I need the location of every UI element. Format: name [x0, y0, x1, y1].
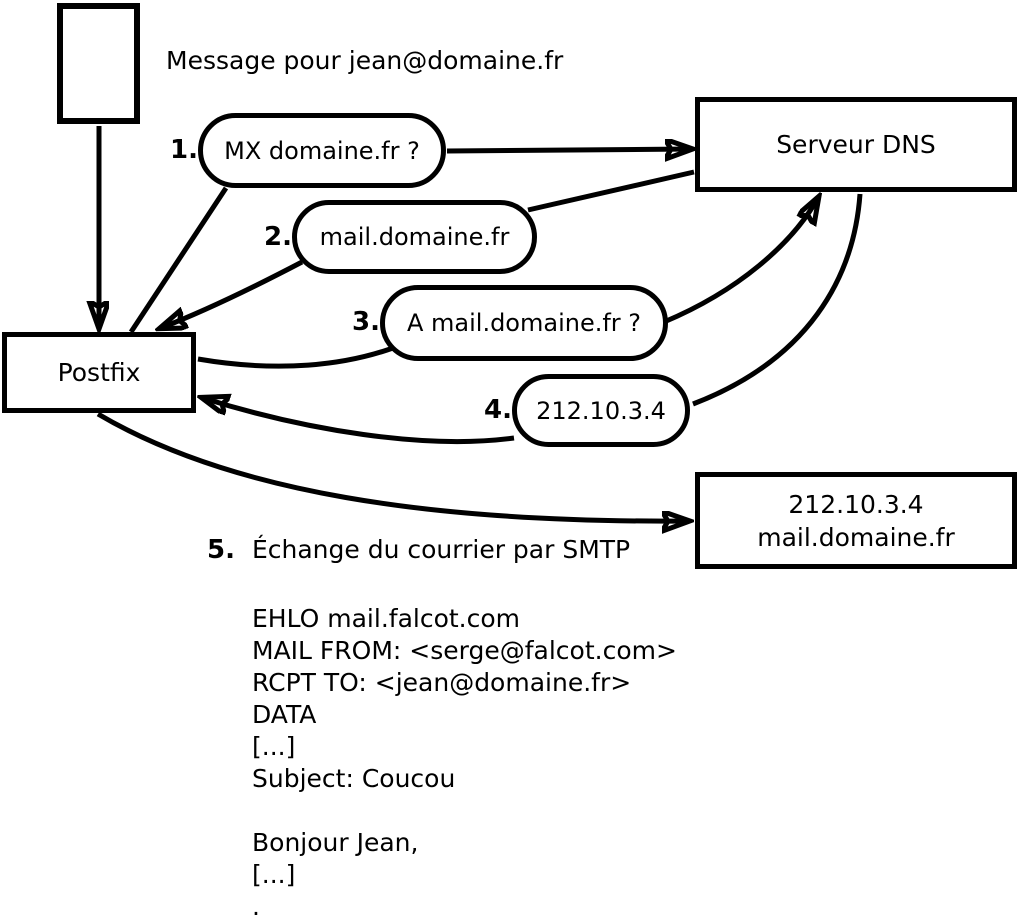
step4-answer-label: 212.10.3.4 — [536, 396, 666, 425]
message-envelope — [57, 3, 140, 124]
smtp-line-mail-from: MAIL FROM: <serge@falcot.com> — [252, 636, 677, 665]
step3-query-label: A mail.domaine.fr ? — [406, 309, 642, 337]
step1-query-label: MX domaine.fr ? — [224, 136, 420, 165]
mailserver-node: 212.10.3.4 mail.domaine.fr — [695, 472, 1017, 569]
mailserver-hostname: mail.domaine.fr — [757, 522, 955, 552]
smtp-line-rcpt-to: RCPT TO: <jean@domaine.fr> — [252, 668, 632, 697]
smtp-session-transcript: EHLO mail.falcot.com MAIL FROM: <serge@f… — [252, 603, 677, 919]
step1-number: 1. — [170, 135, 198, 165]
step1-query-pill: MX domaine.fr ? — [198, 113, 446, 188]
line-postfix-to-pill1 — [128, 186, 229, 334]
arrow-postfix-to-mailserver — [96, 411, 688, 521]
step2-number: 2. — [264, 222, 292, 252]
smtp-line-ellipsis-1: [...] — [252, 732, 296, 761]
arrow-pill3-to-dns — [663, 198, 818, 325]
line-postfix-to-pill3 — [197, 345, 394, 369]
smtp-line-ellipsis-2: [...] — [252, 860, 296, 889]
smtp-line-greeting: Bonjour Jean, — [252, 828, 419, 857]
dns-server-label: Serveur DNS — [776, 130, 936, 159]
step3-query-pill: A mail.domaine.fr ? — [380, 285, 668, 361]
step2-answer-label: mail.domaine.fr — [319, 223, 510, 251]
smtp-line-data: DATA — [252, 700, 317, 729]
arrow-pill2-to-postfix — [161, 259, 304, 328]
step5-number: 5. — [207, 535, 235, 565]
smtp-line-end-dot: . — [252, 892, 260, 919]
message-label: Message pour jean@domaine.fr — [166, 46, 564, 75]
postfix-node: Postfix — [2, 332, 196, 413]
step4-answer-pill: 212.10.3.4 — [512, 374, 690, 447]
line-dns-to-pill4 — [692, 193, 863, 407]
line-dns-to-pill2 — [527, 169, 695, 213]
smtp-line-blank — [252, 795, 677, 827]
step2-answer-pill: mail.domaine.fr — [292, 200, 537, 274]
step5-label: Échange du courrier par SMTP — [251, 535, 631, 564]
step3-number: 3. — [352, 307, 380, 337]
dns-server-node: Serveur DNS — [695, 97, 1017, 192]
postfix-label: Postfix — [57, 358, 141, 387]
smtp-line-subject: Subject: Coucou — [252, 764, 456, 793]
step5-row: 5. Échange du courrier par SMTP — [207, 535, 630, 565]
smtp-line-ehlo: EHLO mail.falcot.com — [252, 604, 521, 633]
mailserver-ip: 212.10.3.4 — [788, 489, 924, 519]
arrow-pill1-to-dns — [446, 149, 691, 151]
arrow-pill4-to-postfix — [203, 398, 515, 444]
step4-number: 4. — [484, 395, 512, 425]
